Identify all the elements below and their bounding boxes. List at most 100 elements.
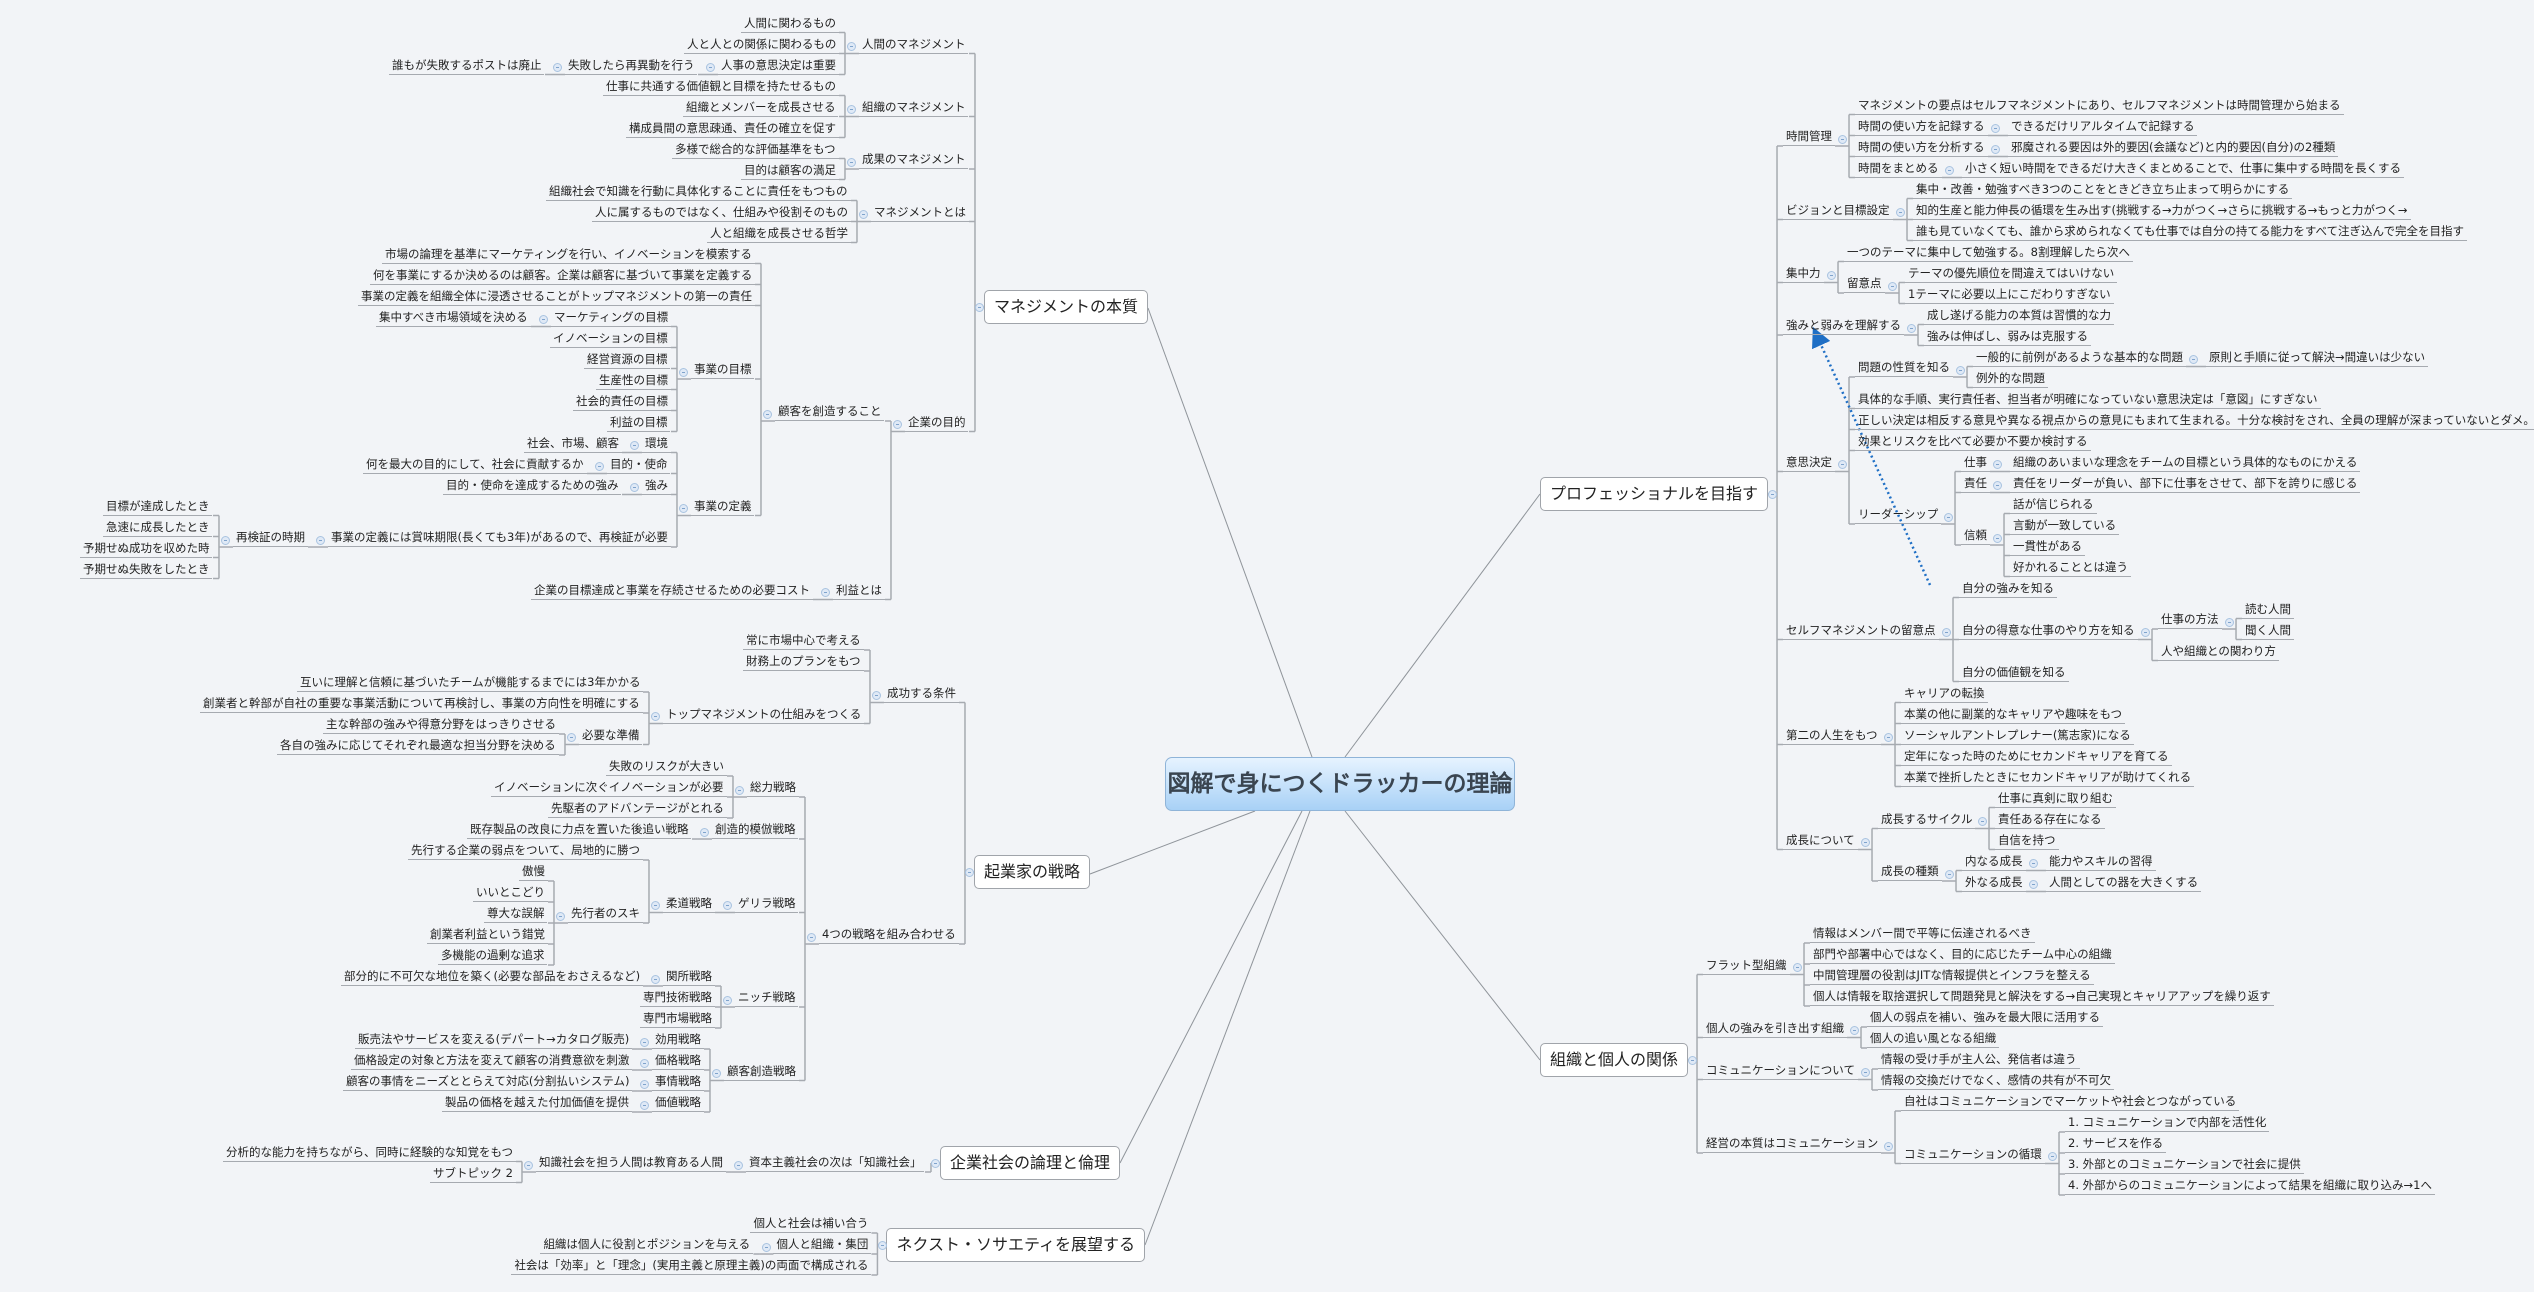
topic-node[interactable]: 成長の種類 — [1878, 862, 1942, 881]
collapse-icon[interactable] — [553, 63, 563, 72]
leaf-node[interactable]: 情報の交換だけでなく、感情の共有が不可欠 — [1878, 1071, 2115, 1090]
leaf-node[interactable]: 個人と社会は補い合う — [750, 1214, 872, 1233]
topic-node[interactable]: コミュニケーションについて — [1703, 1061, 1858, 1080]
topic-node[interactable]: 人間のマネジメント — [858, 35, 969, 54]
leaf-node[interactable]: 仕事に共通する価値観と目標を持たせるもの — [602, 77, 839, 96]
collapse-icon[interactable] — [723, 901, 733, 910]
collapse-icon[interactable] — [1906, 323, 1916, 333]
leaf-node[interactable]: 1. コミュニケーションで内部を活性化 — [2065, 1113, 2270, 1132]
collapse-icon[interactable] — [1977, 817, 1987, 826]
leaf-node[interactable]: 目標が達成したとき — [102, 497, 213, 516]
leaf-node[interactable]: 目的・使命を達成するための強み — [442, 476, 622, 495]
collapse-icon[interactable] — [706, 63, 716, 72]
leaf-node[interactable]: 小さく短い時間をできるだけ大きくまとめることで、仕事に集中する時間を長くする — [1962, 159, 2404, 178]
leaf-node[interactable]: 個人は情報を取捨選択して問題発見と解決をする→自己実現とキャリアアップを繰り返す — [1810, 987, 2274, 1006]
collapse-icon[interactable] — [221, 535, 231, 545]
collapse-icon[interactable] — [872, 691, 882, 700]
topic-node[interactable]: 効用戦略 — [651, 1030, 704, 1049]
main-topic-organization-individual[interactable]: 組織と個人の関係 — [1540, 1043, 1689, 1077]
topic-node[interactable]: 第二の人生をもつ — [1783, 726, 1881, 745]
collapse-icon[interactable] — [1792, 963, 1802, 972]
leaf-node[interactable]: 効果とリスクを比べて必要か不要か検討する — [1855, 432, 2091, 451]
topic-node[interactable]: 留意点 — [1844, 274, 1885, 293]
leaf-node[interactable]: 4. 外部からのコミュニケーションによって結果を組織に取り込み→1へ — [2065, 1176, 2435, 1195]
leaf-node[interactable]: 多様で総合的な評価基準をもつ — [671, 140, 839, 159]
topic-node[interactable]: 仕事の方法 — [2158, 610, 2222, 629]
leaf-node[interactable]: サブトピック 2 — [429, 1164, 516, 1183]
collapse-icon[interactable] — [847, 157, 857, 167]
leaf-node[interactable]: 企業の目標達成と事業を存続させるための必要コスト — [530, 581, 813, 600]
topic-node[interactable]: 必要な準備 — [578, 726, 643, 745]
leaf-node[interactable]: 中間管理層の役割はJITな情報提供とインフラを整える — [1810, 966, 2094, 985]
topic-node[interactable]: 事情戦略 — [651, 1072, 704, 1091]
topic-node[interactable]: 問題の性質を知る — [1855, 358, 1954, 377]
leaf-node[interactable]: 一つのテーマに集中して勉強する。8割理解したら次へ — [1844, 243, 2133, 262]
topic-node[interactable]: 企業の目的 — [904, 413, 969, 432]
collapse-icon[interactable] — [847, 42, 857, 51]
leaf-node[interactable]: 聞く人間 — [2242, 621, 2295, 640]
collapse-icon[interactable] — [651, 901, 661, 910]
collapse-icon[interactable] — [524, 1160, 534, 1170]
leaf-node[interactable]: 組織は個人に役割とポジションを与える — [540, 1235, 754, 1254]
topic-node[interactable]: 価値戦略 — [651, 1093, 704, 1112]
leaf-node[interactable]: 部門や部署中心ではなく、目的に応じたチーム中心の組織 — [1810, 945, 2115, 964]
leaf-node[interactable]: 尊大な誤解 — [483, 904, 548, 923]
main-topic-next-society[interactable]: ネクスト・ソサエティを展望する — [886, 1228, 1145, 1262]
topic-node[interactable]: ニッチ戦略 — [734, 988, 799, 1007]
topic-node[interactable]: リーダーシップ — [1855, 505, 1942, 524]
topic-node[interactable]: 先行者のスキ — [567, 904, 643, 923]
collapse-icon[interactable] — [2028, 880, 2038, 889]
leaf-node[interactable]: 部分的に不可欠な地位を築く(必要な部品をおさえるなど) — [340, 967, 644, 986]
collapse-icon[interactable] — [847, 105, 857, 114]
collapse-icon[interactable] — [807, 932, 817, 942]
leaf-node[interactable]: 知的生産と能力伸長の循環を生み出す(挑戦する→力がつく→さらに挑戦する→もっと力… — [1913, 201, 2411, 220]
collapse-icon[interactable] — [1883, 1141, 1893, 1151]
leaf-node[interactable]: 人と組織を成長させる哲学 — [706, 224, 851, 243]
leaf-node[interactable]: マネジメントの要点はセルフマネジメントにあり、セルフマネジメントは時間管理から始… — [1855, 96, 2344, 115]
leaf-node[interactable]: 例外的な問題 — [1973, 369, 2049, 388]
collapse-icon[interactable] — [1837, 460, 1847, 469]
leaf-node[interactable]: 人と人との関係に関わるもの — [683, 35, 840, 54]
leaf-node[interactable]: 組織社会で知識を行動に具体化することに責任をもつもの — [545, 182, 851, 201]
topic-node[interactable]: 事業の目標 — [690, 360, 755, 379]
topic-node[interactable]: 価格戦略 — [651, 1051, 704, 1070]
leaf-node[interactable]: 創業者利益という錯覚 — [426, 925, 548, 944]
topic-node[interactable]: 時間の使い方を記録する — [1855, 117, 1988, 136]
collapse-icon[interactable] — [1992, 533, 2002, 543]
leaf-node[interactable]: 予期せぬ成功を収めた時 — [79, 539, 213, 558]
collapse-icon[interactable] — [1687, 1055, 1697, 1065]
topic-node[interactable]: 総力戦略 — [746, 778, 799, 797]
leaf-node[interactable]: 正しい決定は相反する意見や異なる視点からの意見にもまれて生まれる。十分な検討をさ… — [1855, 411, 2534, 430]
collapse-icon[interactable] — [1944, 166, 1954, 175]
collapse-icon[interactable] — [316, 535, 326, 545]
leaf-node[interactable]: イノベーションに次ぐイノベーションが必要 — [490, 778, 727, 797]
leaf-node[interactable]: 何を最大の目的にして、社会に貢献するか — [362, 455, 587, 474]
leaf-node[interactable]: 具体的な手順、実行責任者、担当者が明確になっていない意思決定は「意図」にすぎない — [1855, 390, 2321, 409]
topic-node[interactable]: フラット型組織 — [1703, 956, 1790, 975]
leaf-node[interactable]: 社会、市場、顧客 — [523, 434, 622, 453]
leaf-node[interactable]: 利益の目標 — [606, 413, 671, 432]
leaf-node[interactable]: 自分の強みを知る — [1959, 579, 2058, 598]
topic-node[interactable]: 人事の意思決定は重要 — [717, 56, 839, 75]
topic-node[interactable]: 時間をまとめる — [1855, 159, 1942, 178]
leaf-node[interactable]: 本業で挫折したときにセカンドキャリアが助けてくれる — [1901, 768, 2195, 787]
topic-node[interactable]: 責任 — [1961, 474, 1991, 493]
leaf-node[interactable]: 3. 外部とのコミュニケーションで社会に提供 — [2065, 1155, 2304, 1174]
topic-node[interactable]: 時間の使い方を分析する — [1855, 138, 1988, 157]
leaf-node[interactable]: 情報はメンバー間で平等に伝達されるべき — [1810, 924, 2035, 943]
collapse-icon[interactable] — [965, 867, 975, 877]
collapse-icon[interactable] — [735, 785, 745, 795]
topic-node[interactable]: 外なる成長 — [1962, 873, 2026, 892]
leaf-node[interactable]: 生産性の目標 — [595, 371, 671, 390]
topic-node[interactable]: 意思決定 — [1783, 453, 1836, 472]
leaf-node[interactable]: 個人の弱点を補い、強みを最大限に活用する — [1867, 1008, 2104, 1027]
leaf-node[interactable]: 好かれることとは違う — [2010, 558, 2132, 577]
leaf-node[interactable]: 何を事業にするか決めるのは顧客。企業は顧客に基づいて事業を定義する — [369, 266, 756, 285]
leaf-node[interactable]: 人や組織との関わり方 — [2158, 642, 2279, 661]
leaf-node[interactable]: キャリアの転換 — [1901, 684, 1988, 703]
topic-node[interactable]: セルフマネジメントの留意点 — [1783, 621, 1939, 640]
leaf-node[interactable]: 能力やスキルの習得 — [2046, 852, 2156, 871]
collapse-icon[interactable] — [556, 911, 566, 921]
topic-node[interactable]: 成果のマネジメント — [858, 150, 969, 169]
main-topic-professional[interactable]: プロフェッショナルを目指す — [1540, 477, 1769, 511]
